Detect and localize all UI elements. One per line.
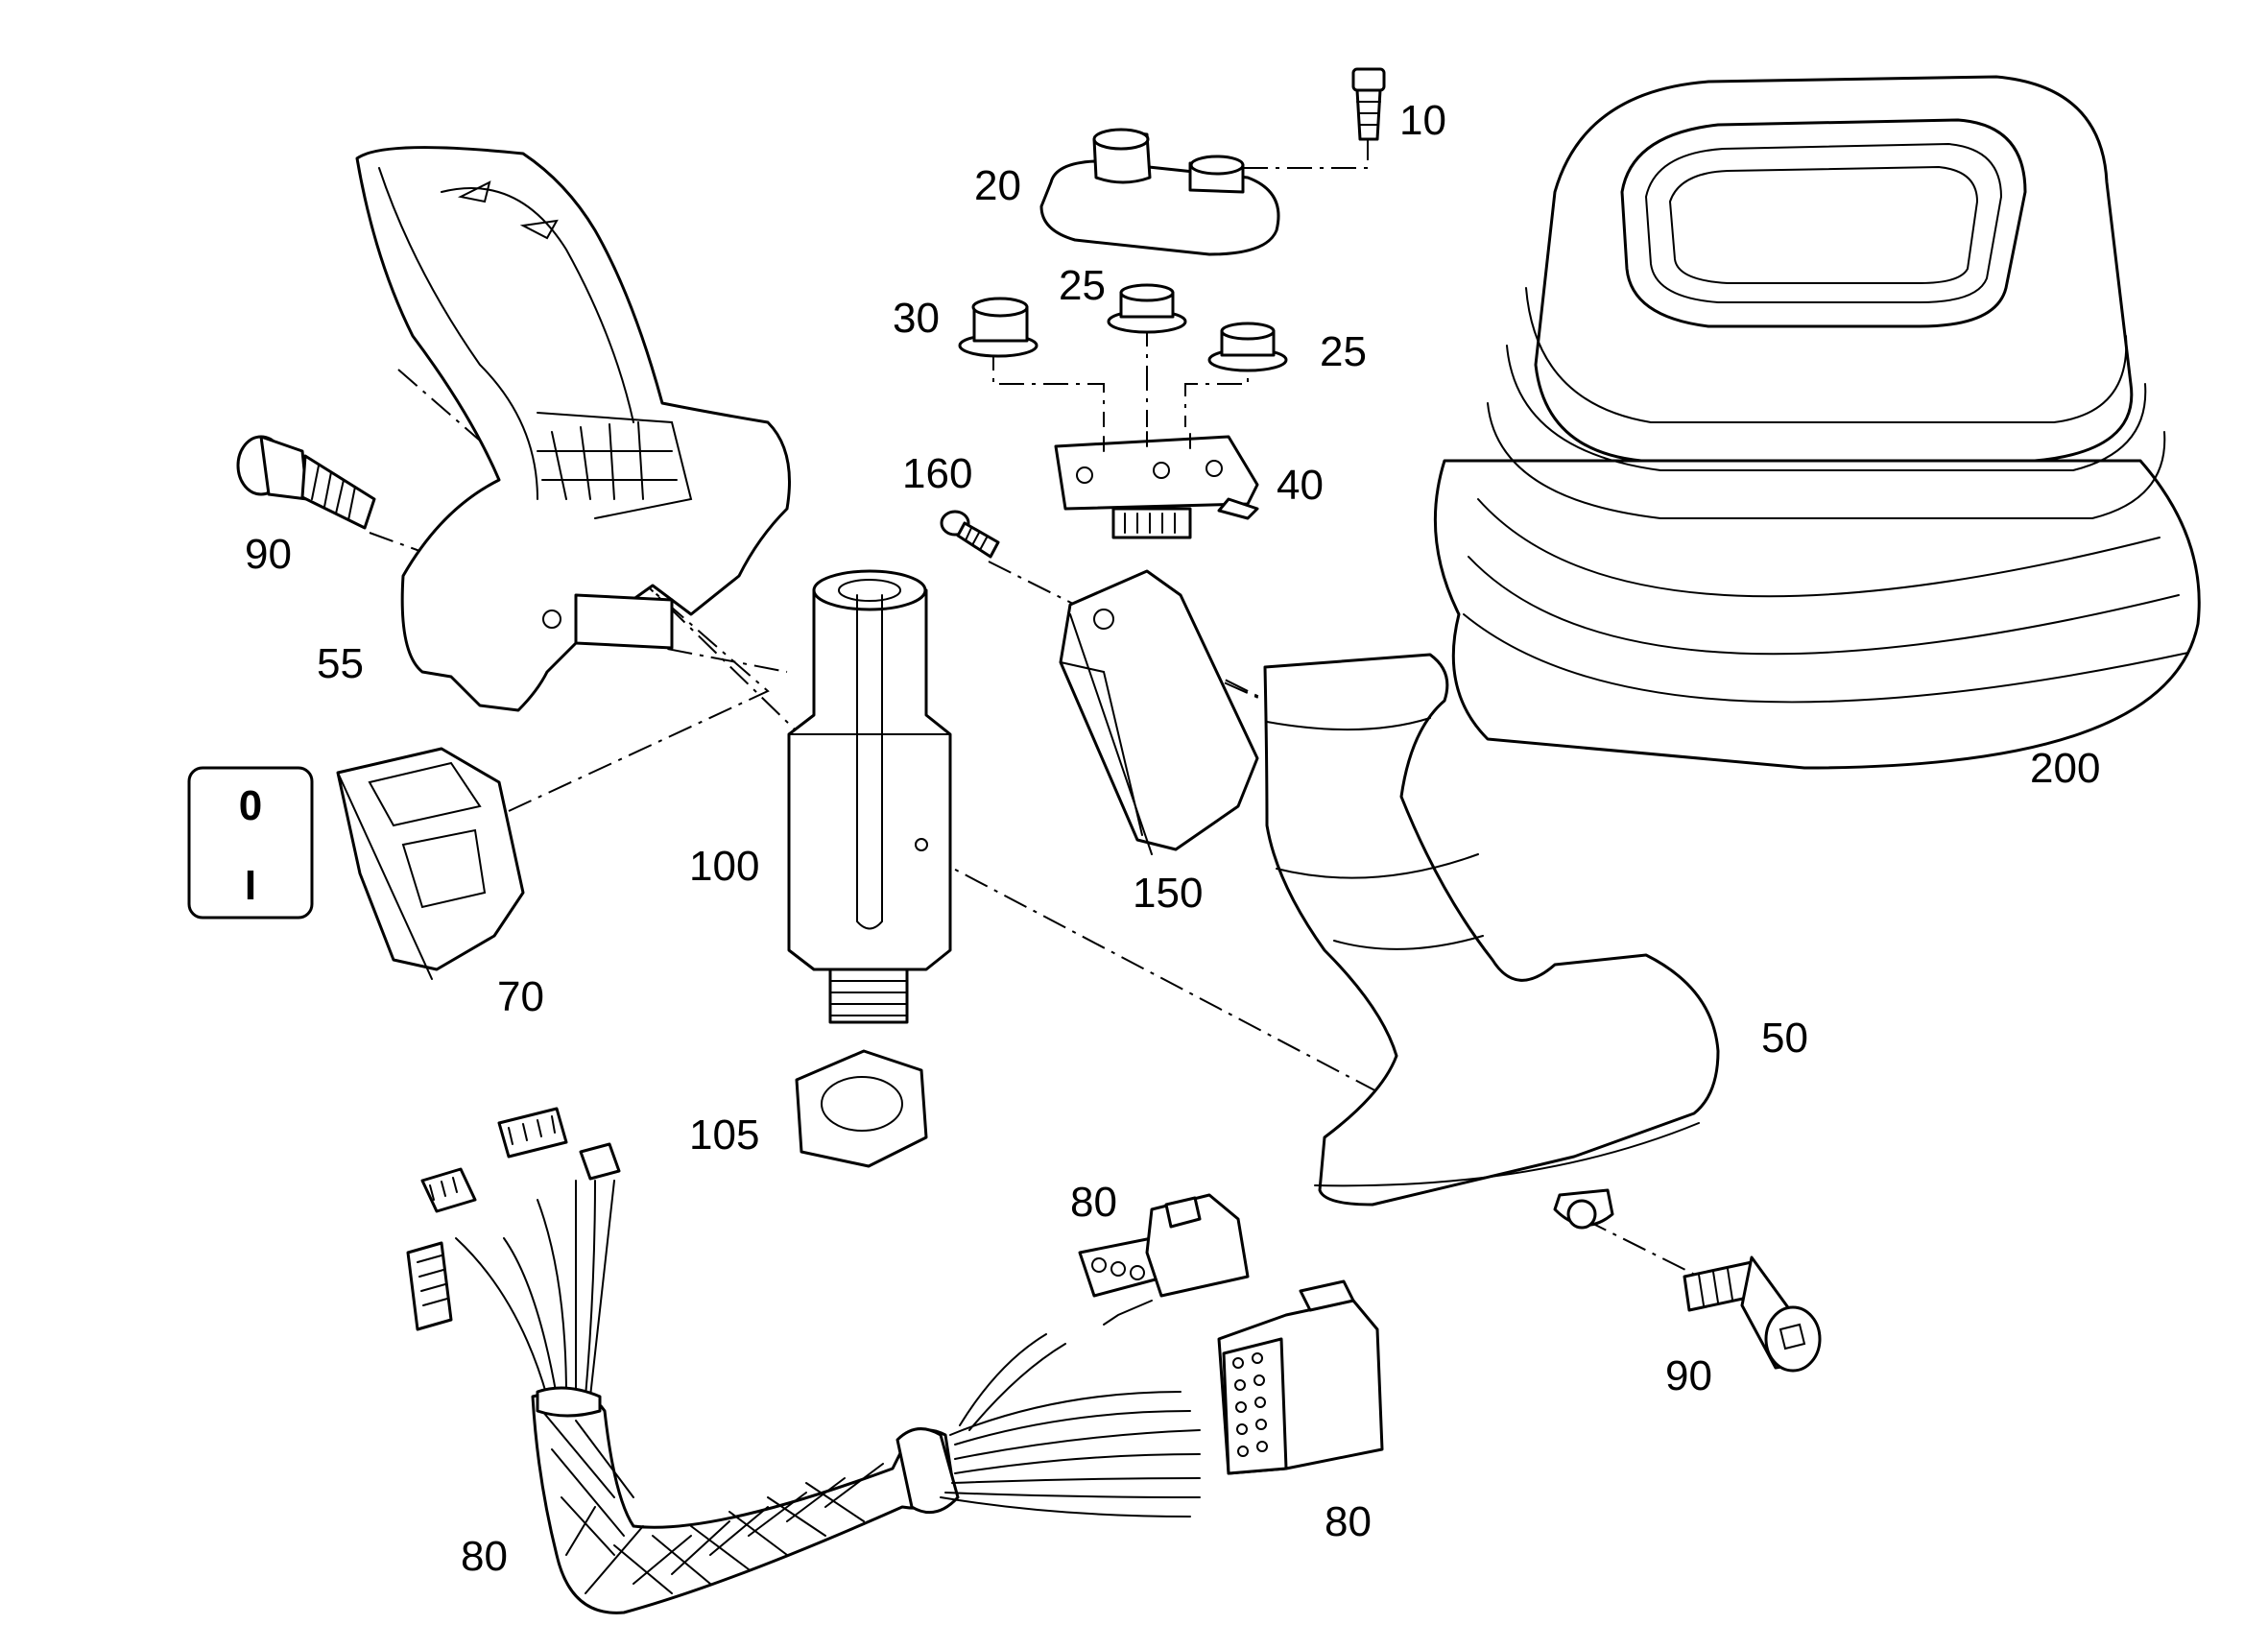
grip-housing-55	[355, 146, 791, 712]
callout-55: 55	[317, 640, 364, 687]
bellows-boot-200	[1433, 75, 2201, 770]
callout-40: 40	[1277, 462, 1324, 509]
small-screw-160	[940, 510, 1000, 559]
callout-25-right: 25	[1320, 328, 1367, 375]
callout-70: 70	[497, 973, 544, 1020]
threaded-shaft-100	[787, 569, 952, 1024]
switch-on-symbol: I	[245, 862, 256, 909]
connector-socket-80	[1217, 1279, 1384, 1475]
switch-block-40	[1054, 431, 1259, 539]
push-button-30	[958, 297, 1039, 358]
callout-50: 50	[1761, 1015, 1808, 1062]
callout-150: 150	[1133, 870, 1203, 917]
screw-10	[1351, 67, 1386, 141]
cap-screw-90-left	[236, 435, 376, 530]
callout-105: 105	[689, 1111, 759, 1159]
callout-90-right: 90	[1665, 1352, 1712, 1399]
callout-80-harness: 80	[461, 1533, 508, 1580]
callout-25-top: 25	[1059, 262, 1106, 309]
callout-80-plug: 80	[1070, 1179, 1117, 1226]
callout-200: 200	[2030, 745, 2100, 792]
switch-off-symbol: 0	[239, 782, 262, 829]
callout-30: 30	[893, 295, 940, 342]
callout-100: 100	[689, 843, 759, 890]
callout-80-socket: 80	[1325, 1498, 1372, 1545]
connector-plug-80	[1078, 1193, 1250, 1326]
joystick-handle-50	[1263, 653, 1720, 1230]
button-cover-20	[1039, 128, 1280, 256]
hex-nut-105	[795, 1049, 928, 1168]
callout-160: 160	[902, 450, 972, 497]
switch-symbol-box: 0 I	[187, 766, 314, 920]
callout-90-left: 90	[245, 531, 292, 578]
push-button-25-right	[1207, 322, 1288, 372]
electronic-module-150	[1059, 569, 1259, 855]
callout-10: 10	[1399, 97, 1446, 144]
wiring-harness-80	[406, 1107, 1201, 1614]
callout-20: 20	[974, 162, 1021, 209]
rocker-switch-70	[336, 747, 525, 980]
push-button-25-top	[1107, 283, 1187, 334]
callout-labels: 10 20 30 25 25 160 40 90 55 100 150 200 …	[245, 97, 2100, 1580]
cap-screw-90-right	[1683, 1255, 1822, 1373]
